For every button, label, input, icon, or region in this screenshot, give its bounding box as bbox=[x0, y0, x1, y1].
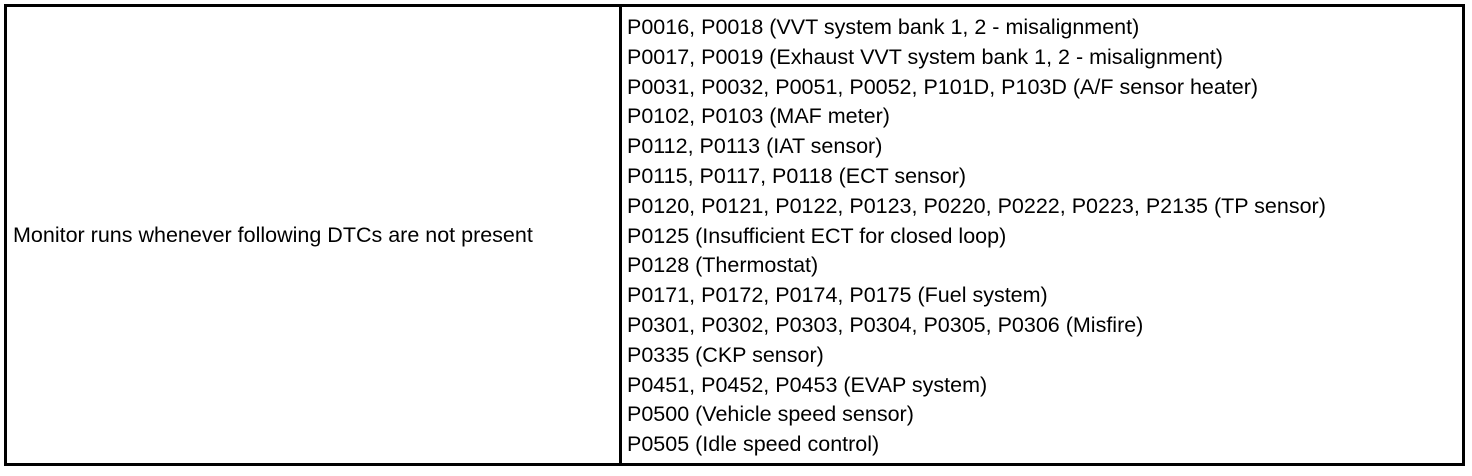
dtc-line: P0128 (Thermostat) bbox=[627, 253, 819, 278]
condition-text: Monitor runs whenever following DTCs are… bbox=[13, 222, 533, 247]
dtc-line: P0112, P0113 (IAT sensor) bbox=[627, 134, 883, 159]
condition-cell: Monitor runs whenever following DTCs are… bbox=[7, 7, 622, 463]
dtc-line: P0017, P0019 (Exhaust VVT system bank 1,… bbox=[627, 44, 1223, 69]
dtc-line: P0451, P0452, P0453 (EVAP system) bbox=[627, 372, 988, 397]
dtc-line: P0016, P0018 (VVT system bank 1, 2 - mis… bbox=[627, 15, 1140, 39]
dtc-line: P0031, P0032, P0051, P0052, P101D, P103D… bbox=[627, 74, 1259, 99]
dtc-line: P0102, P0103 (MAF meter) bbox=[627, 104, 890, 129]
dtc-line: P0171, P0172, P0174, P0175 (Fuel system) bbox=[627, 283, 1048, 308]
dtc-line: P0500 (Vehicle speed sensor) bbox=[627, 402, 914, 427]
dtc-line: P0301, P0302, P0303, P0304, P0305, P0306… bbox=[627, 312, 1144, 337]
dtc-table: Monitor runs whenever following DTCs are… bbox=[4, 4, 1465, 466]
dtc-line: P0125 (Insufficient ECT for closed loop) bbox=[627, 223, 1007, 248]
dtc-list-cell: P0016, P0018 (VVT system bank 1, 2 - mis… bbox=[622, 7, 1462, 463]
dtc-line: P0335 (CKP sensor) bbox=[627, 342, 824, 367]
dtc-line: P0505 (Idle speed control) bbox=[627, 432, 880, 457]
dtc-line: P0115, P0117, P0118 (ECT sensor) bbox=[627, 163, 967, 188]
dtc-line: P0120, P0121, P0122, P0123, P0220, P0222… bbox=[627, 193, 1326, 218]
